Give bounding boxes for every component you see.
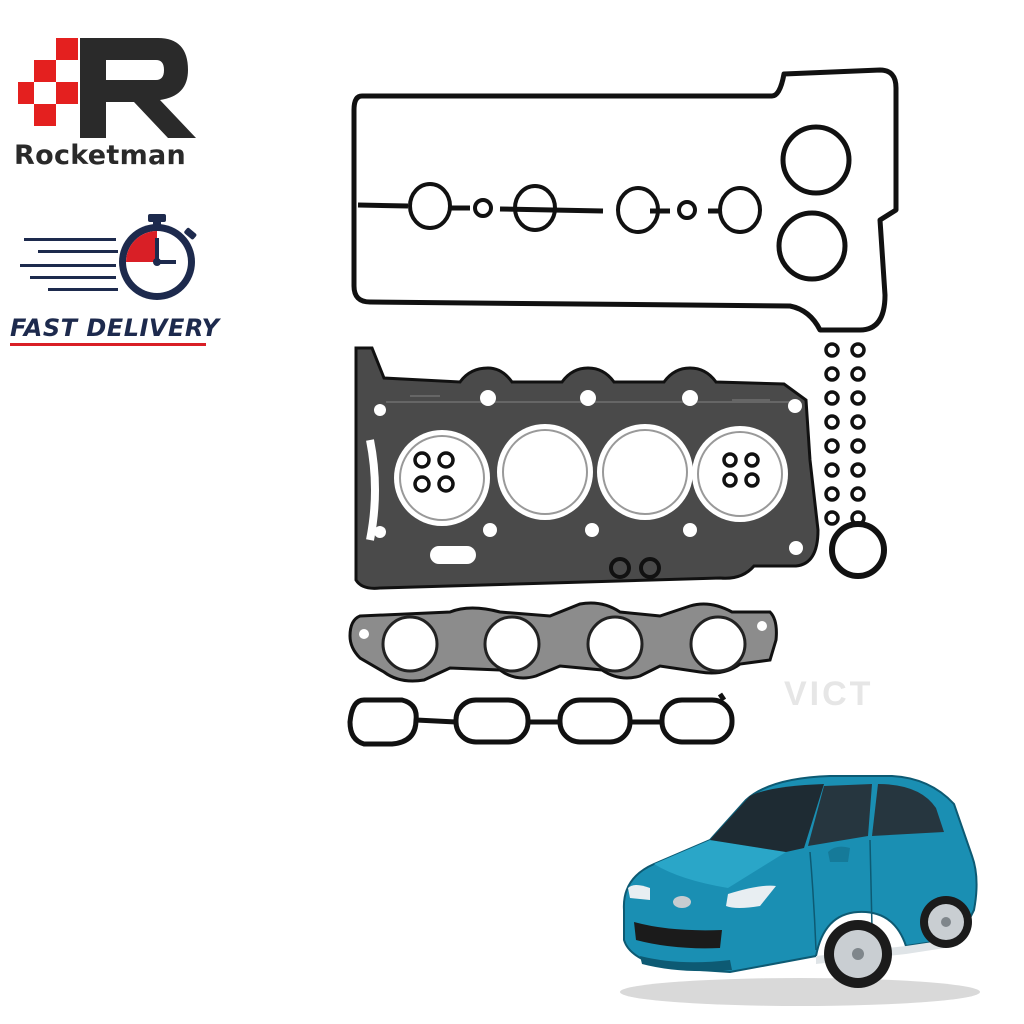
delivery-underline bbox=[10, 343, 206, 346]
small-o-rings bbox=[609, 557, 661, 579]
crankshaft-seal bbox=[829, 521, 887, 579]
cylinder-head-gasket bbox=[354, 346, 820, 590]
valve-cover-gasket bbox=[351, 67, 899, 333]
valve-stem-seals bbox=[824, 342, 866, 526]
exhaust-manifold-gasket bbox=[348, 601, 778, 683]
brand-name: Rocketman bbox=[14, 140, 187, 171]
camshaft-seals bbox=[776, 124, 852, 282]
intake-manifold-gasket bbox=[347, 692, 735, 747]
spark-plug-seals bbox=[408, 182, 762, 234]
valve-stem-seals-small bbox=[413, 451, 760, 493]
rocketman-r-logo-icon bbox=[18, 38, 196, 138]
engine-head-gasket-kit bbox=[347, 67, 899, 747]
blue-sedan-car bbox=[620, 775, 980, 1006]
fast-delivery-label: FAST DELIVERY bbox=[10, 314, 220, 342]
stopwatch-icon bbox=[20, 214, 197, 300]
watermark: VICT bbox=[784, 675, 874, 713]
